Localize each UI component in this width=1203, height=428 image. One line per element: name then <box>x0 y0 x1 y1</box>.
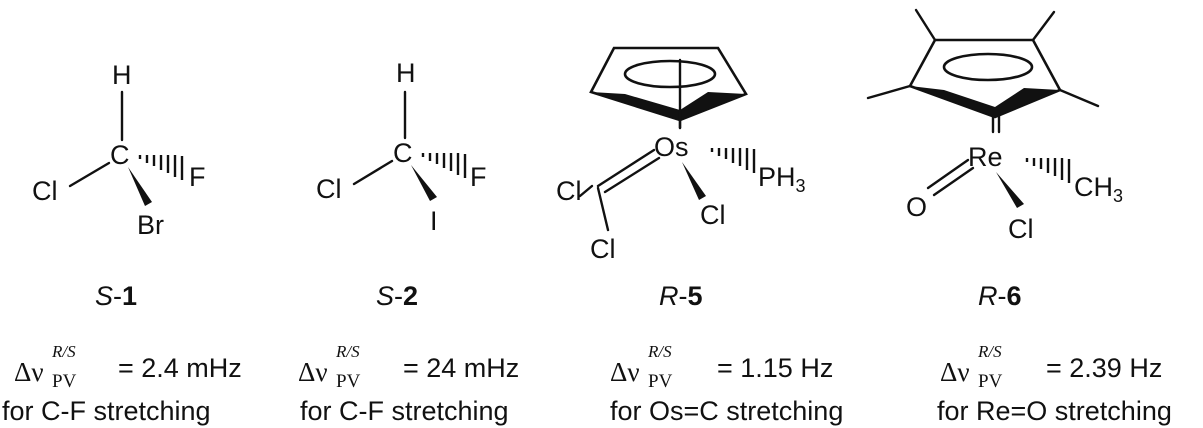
atom-re: Re <box>968 142 1003 172</box>
wedge-bond-c-br <box>128 167 152 206</box>
hashed-bond-c-f <box>138 155 184 180</box>
double-bond-re-o <box>926 158 970 190</box>
svg-text:R/S: R/S <box>977 342 1002 361</box>
svg-text:Δν: Δν <box>610 357 640 387</box>
atom-h: H <box>112 60 132 90</box>
delta-nu-symbol: Δν PV R/S <box>610 342 673 392</box>
atom-cl: Cl <box>32 176 58 206</box>
pv-splitting-value: = 2.39 Hz <box>1046 353 1162 383</box>
svg-text:R/S: R/S <box>647 342 672 361</box>
ligand-ch3: CH3 <box>1074 172 1123 206</box>
svg-text:Δν: Δν <box>298 357 328 387</box>
svg-text:PV: PV <box>52 371 77 392</box>
vibration-description: for C-F stretching <box>2 396 211 426</box>
hashed-bond-os-p <box>710 148 756 173</box>
wedge-bond-c-i <box>411 165 437 201</box>
atom-o: O <box>906 192 927 222</box>
bond-c-cl <box>68 161 111 188</box>
atom-i: I <box>430 206 438 236</box>
hashed-bond-c-f <box>421 153 467 178</box>
molecule-s2: H C Cl F I S-2 Δν PV R/S = 24 mHz for C-… <box>298 58 519 426</box>
bond-c-cl <box>596 186 610 232</box>
atom-c: C <box>110 140 130 170</box>
atom-cl: Cl <box>700 200 726 230</box>
molecule-r6: Re CH3 O Cl R-6 Δν PV R/S = 2.39 Hz for … <box>866 8 1172 426</box>
wedge-bond-re-cl <box>996 172 1024 208</box>
compound-label-s1: S-1 <box>95 281 137 311</box>
svg-text:PV: PV <box>648 371 673 392</box>
atom-cl: Cl <box>590 234 616 264</box>
compound-label-s2: S-2 <box>376 281 418 311</box>
vibration-description: for Os=C stretching <box>610 396 843 426</box>
bond-c-cl <box>578 184 594 198</box>
methyl-bond <box>914 8 937 42</box>
molecule-s1: H C Cl F Br S-1 Δν PV R/S = 2.4 mHz for … <box>2 60 242 426</box>
atom-cl: Cl <box>556 176 582 206</box>
pv-splitting-value: = 2.4 mHz <box>118 353 242 383</box>
delta-nu-symbol: Δν PV R/S <box>940 342 1003 392</box>
pentamethylcyclopentadienyl-ring <box>866 8 1100 119</box>
methyl-bond <box>1058 88 1100 108</box>
pv-splitting-value: = 1.15 Hz <box>717 353 833 383</box>
molecule-r5: Os PH3 Cl Cl Cl R-5 Δν PV R/S = 1.15 Hz … <box>556 46 843 426</box>
svg-text:PV: PV <box>336 371 361 392</box>
svg-text:R/S: R/S <box>335 342 360 361</box>
bond-c-cl <box>352 159 394 186</box>
atom-c: C <box>393 138 413 168</box>
methyl-bond <box>1031 10 1056 42</box>
cyclopentadienyl-ring <box>589 46 748 122</box>
methyl-bond <box>866 84 912 100</box>
ligand-ph3: PH3 <box>758 162 806 196</box>
atom-f: F <box>189 162 206 192</box>
svg-text:Δν: Δν <box>940 357 970 387</box>
compound-label-r5: R-5 <box>659 281 703 311</box>
pv-splitting-value: = 24 mHz <box>403 353 519 383</box>
delta-nu-symbol: Δν PV R/S <box>298 342 361 392</box>
svg-text:PV: PV <box>978 371 1003 392</box>
atom-cl: Cl <box>1008 214 1034 244</box>
svg-text:Δν: Δν <box>14 357 44 387</box>
atom-os: Os <box>654 132 689 162</box>
hashed-bond-re-c <box>1025 158 1071 183</box>
vibration-description: for Re=O stretching <box>937 396 1172 426</box>
compound-label-r6: R-6 <box>978 281 1022 311</box>
atom-h: H <box>396 58 416 88</box>
vibration-description: for C-F stretching <box>300 396 509 426</box>
atom-f: F <box>470 162 487 192</box>
svg-text:R/S: R/S <box>51 342 76 361</box>
delta-nu-symbol: Δν PV R/S <box>14 342 77 392</box>
wedge-bond-os-cl <box>682 162 706 200</box>
atom-br: Br <box>137 210 164 240</box>
double-bond-os-c <box>596 148 656 188</box>
atom-cl: Cl <box>316 174 342 204</box>
